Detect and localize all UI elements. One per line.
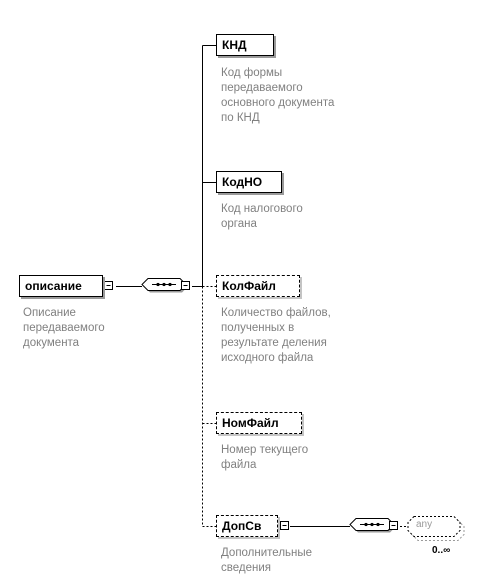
element-kodno-description: Код налогового органа — [221, 203, 303, 230]
element-kodno[interactable]: КодНО — [216, 171, 282, 193]
element-dopsv[interactable]: ДопСв — [216, 515, 278, 537]
dopsv-collapse-toggle[interactable] — [280, 521, 289, 530]
element-kodno-name: КодНО — [222, 175, 263, 189]
element-nomfayl-name: НомФайл — [222, 416, 279, 430]
element-kolfayl-name: КолФайл — [222, 279, 276, 293]
any-element-shape — [407, 516, 465, 541]
root-element-description: Описание передаваемого документа — [23, 307, 105, 349]
element-dopsv-description: Дополнительные сведения — [221, 547, 313, 574]
element-knd-description: Код формы передаваемого основного докуме… — [221, 67, 335, 124]
dopsv-sequence-compositor — [349, 518, 398, 533]
element-kolfayl-description: Количество файлов, полученных в результа… — [221, 307, 331, 364]
element-dopsv-name: ДопСв — [222, 519, 262, 533]
root-collapse-toggle[interactable] — [104, 281, 113, 290]
any-element-occurrence: 0..∞ — [432, 545, 451, 556]
element-kolfayl[interactable]: КолФайл — [216, 275, 300, 297]
element-nomfayl-description: Номер текущего файла — [221, 444, 309, 471]
root-element-name: описание — [25, 279, 82, 293]
element-nomfayl[interactable]: НомФайл — [216, 412, 302, 434]
sequence-compositor — [141, 278, 190, 293]
any-element-label[interactable]: any — [416, 519, 433, 530]
element-knd-name: КНД — [222, 38, 247, 52]
element-knd[interactable]: КНД — [216, 34, 274, 56]
root-element-box[interactable]: описание — [19, 275, 103, 297]
